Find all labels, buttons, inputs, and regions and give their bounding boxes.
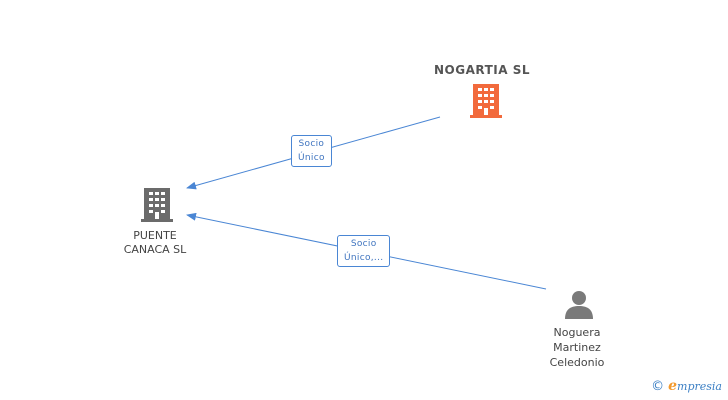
node-label-line: Martinez <box>553 341 601 354</box>
copyright-symbol: © <box>651 379 665 394</box>
edge-label-socio-unico[interactable]: Socio Único <box>291 135 332 167</box>
building-icon[interactable] <box>470 84 502 118</box>
edge-label-line: Único,... <box>344 253 384 263</box>
person-icon[interactable] <box>564 289 594 319</box>
edge-label-line: Único <box>298 153 325 163</box>
brand-initial: e <box>668 378 678 394</box>
node-label-line: CANACA SL <box>123 243 187 256</box>
edge-label-socio-unico-more[interactable]: Socio Único,... <box>337 235 391 267</box>
node-label-person[interactable]: Noguera Martinez Celedonio <box>527 325 627 370</box>
node-label-line: Noguera <box>553 326 601 339</box>
node-label-line: Celedonio <box>549 356 605 369</box>
node-label-nogartia[interactable]: NOGARTIA SL <box>434 63 530 77</box>
edge-label-line: Socio <box>298 139 325 149</box>
node-label-line: PUENTE <box>133 229 177 242</box>
node-label-puente[interactable]: PUENTE CANACA SL <box>100 229 210 257</box>
brand-name: mpresia <box>677 380 722 393</box>
empresia-watermark: ©empresia <box>651 378 722 394</box>
building-icon[interactable] <box>141 188 173 222</box>
edge-label-line: Socio <box>350 239 377 249</box>
